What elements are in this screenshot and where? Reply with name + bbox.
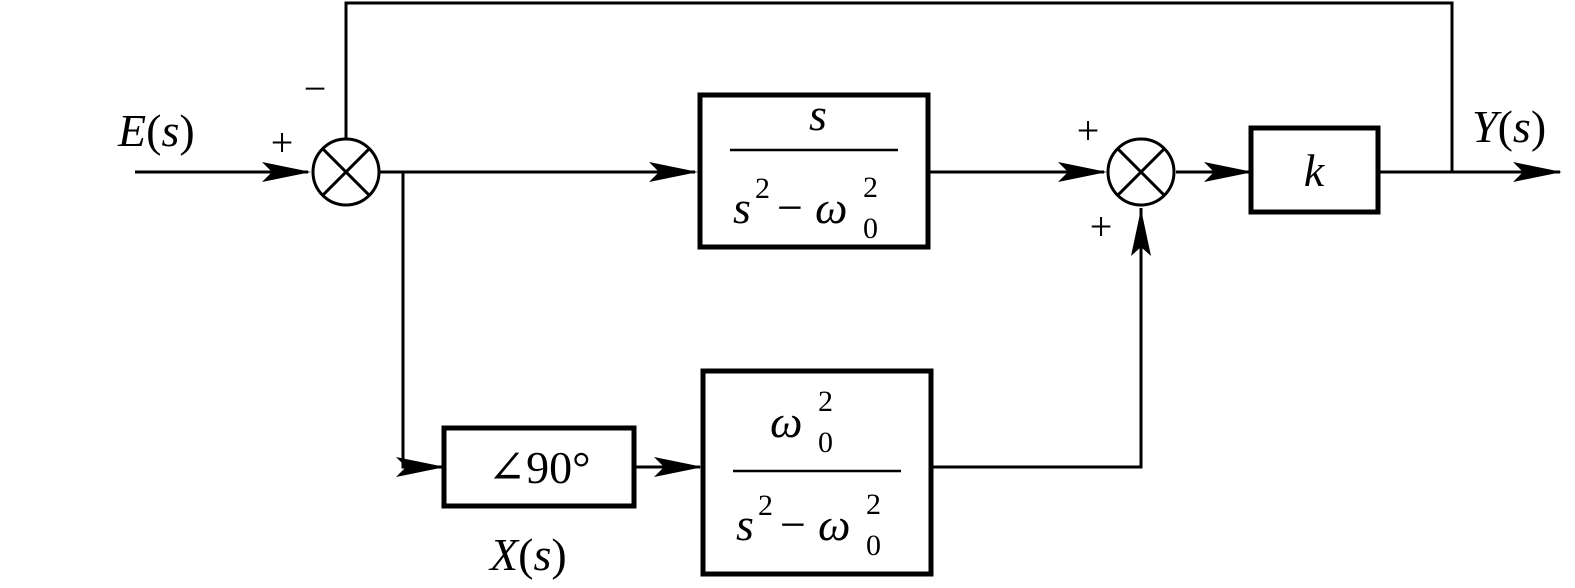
- arrow-into-shifted-block: [654, 457, 703, 477]
- shifted-transfer-block: [700, 368, 934, 577]
- svg-text:2: 2: [863, 171, 878, 204]
- arrow-into-phase-block: [396, 457, 445, 477]
- gain-block: [1248, 125, 1381, 215]
- arrow-into-resonant-block: [649, 162, 698, 182]
- sum1-plus-sign: +: [271, 120, 294, 165]
- arrow-into-sum2: [1058, 162, 1107, 182]
- branch-wire: [401, 172, 442, 469]
- summing-junction-1: [311, 137, 381, 207]
- resonant-denominator: s 2 − ω 2 0: [733, 171, 878, 245]
- arrow-into-gain-block: [1204, 162, 1253, 182]
- signal-wires: [135, 1, 1560, 469]
- sum2-plus-left-sign: +: [1077, 108, 1100, 153]
- shifted-denominator: s 2 − ω 2 0: [736, 488, 881, 562]
- svg-text:0: 0: [863, 212, 878, 245]
- sum1-minus-sign: −: [304, 66, 327, 111]
- arrow-output: [1513, 162, 1562, 182]
- svg-text:0: 0: [866, 529, 881, 562]
- resonant-numerator: s: [809, 89, 827, 140]
- svg-text:ω: ω: [818, 499, 850, 550]
- svg-text:2: 2: [818, 385, 833, 418]
- svg-text:ω: ω: [770, 396, 802, 447]
- svg-text:0: 0: [818, 426, 833, 459]
- input-signal-label: E(s): [117, 105, 195, 156]
- output-signal-label: Y(s): [1472, 101, 1546, 152]
- svg-text:s: s: [736, 499, 754, 550]
- svg-text:2: 2: [755, 172, 770, 205]
- svg-text:−: −: [780, 499, 806, 550]
- svg-text:2: 2: [866, 488, 881, 521]
- svg-text:2: 2: [758, 489, 773, 522]
- phase-shift-block: [441, 425, 637, 509]
- arrow-into-sum2-bottom: [1131, 209, 1151, 256]
- phase-shift-label: ∠90°: [488, 442, 591, 493]
- feedback-wire: [344, 1, 1454, 172]
- sum2-plus-bottom-sign: +: [1090, 204, 1113, 249]
- summing-junction-2: [1106, 137, 1176, 207]
- shifted-output-wire: [932, 208, 1143, 469]
- svg-text:−: −: [777, 182, 803, 233]
- svg-text:s: s: [733, 182, 751, 233]
- intermediate-signal-label: X(s): [488, 529, 567, 580]
- svg-text:ω: ω: [815, 182, 847, 233]
- angle-icon: ∠: [488, 442, 527, 493]
- arrow-into-sum1: [262, 162, 311, 182]
- resonant-transfer-block: [697, 92, 931, 250]
- gain-label: k: [1304, 145, 1326, 196]
- arrowheads: [262, 162, 1562, 477]
- shifted-numerator: ω 2 0: [770, 385, 833, 459]
